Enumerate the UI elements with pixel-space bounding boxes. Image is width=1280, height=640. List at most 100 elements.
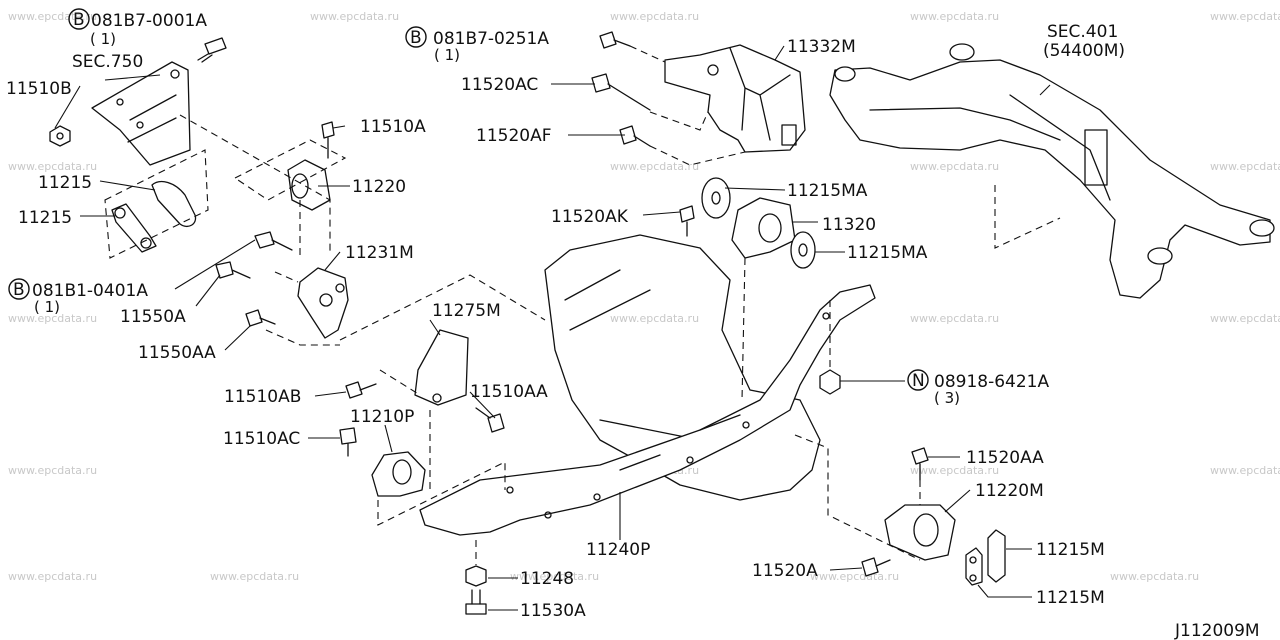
callout-circle-b <box>405 26 427 48</box>
watermark: www.epcdata.ru <box>8 10 97 23</box>
watermark: www.epcdata.ru <box>1210 464 1280 477</box>
part-label-11332M: 11332M <box>787 37 856 57</box>
parts-drawings <box>49 31 1275 615</box>
part-label-081B7-0251A: 081B7-0251A <box>433 29 549 49</box>
callout-circle-n <box>907 369 929 391</box>
callouts: B 081B7-0001A ( 1) SEC.750 11510B 11215 … <box>6 8 1260 640</box>
bolt-11550A-drawing <box>215 261 251 279</box>
crossmember-11240P-drawing <box>419 284 876 536</box>
bolt-11510AA-drawing <box>475 407 505 433</box>
watermark: www.epcdata.ru <box>910 160 999 173</box>
callout-prefix: B <box>13 280 25 300</box>
section-ref-sec401: SEC.401 <box>1047 22 1118 42</box>
bracket-11231M-drawing <box>297 267 349 339</box>
part-label-11520AA: 11520AA <box>966 448 1044 468</box>
bolt-11520AA-drawing <box>911 447 929 481</box>
bolt-11520AC-drawing <box>591 73 651 111</box>
dash-frame-11220 <box>233 139 347 201</box>
watermark: www.epcdata.ru <box>610 312 699 325</box>
part-label-11215M: 11215M <box>1036 588 1105 608</box>
part-label-11215: 11215 <box>18 208 72 228</box>
section-ref-sec401-sub: (54400M) <box>1043 41 1125 61</box>
part-label-11510A: 11510A <box>360 117 426 137</box>
callout-circle-b <box>8 278 30 300</box>
dash-leaders-top <box>629 45 746 166</box>
bolt-11510AB-drawing <box>345 381 377 399</box>
part-label-11210P: 11210P <box>350 407 414 427</box>
bracket-11275M-drawing <box>414 329 469 406</box>
stopper-11215M-drawing <box>965 529 1006 586</box>
callout-prefix: N <box>912 371 925 391</box>
bolt-081B7-0001A-drawing <box>197 37 227 63</box>
dash-leader-engine <box>339 274 546 341</box>
watermark: www.epcdata.ru <box>1210 10 1280 23</box>
bolt-11550AA-drawing <box>245 309 276 327</box>
bracket-11332M-drawing <box>664 44 806 153</box>
part-label-11215MA: 11215MA <box>787 181 868 201</box>
bolt-11520A-drawing <box>861 557 891 577</box>
part-label-11510AA: 11510AA <box>470 382 548 402</box>
part-label-11215M: 11215M <box>1036 540 1105 560</box>
part-label-11520AC: 11520AC <box>461 75 538 95</box>
part-label-11550AA: 11550AA <box>138 343 216 363</box>
watermark: www.epcdata.ru <box>810 570 899 583</box>
watermark: www.epcdata.ru <box>1210 160 1280 173</box>
watermark: www.epcdata.ru <box>910 464 999 477</box>
dash-leaders-left <box>179 114 340 346</box>
part-label-081B7-0001A: 081B7-0001A <box>91 11 207 31</box>
bolt-11520AK-drawing <box>679 205 695 237</box>
nut-11510B-drawing <box>49 125 71 147</box>
part-label-11275M: 11275M <box>432 301 501 321</box>
qty-label: ( 1) <box>90 30 116 48</box>
bolt-081B1-drawing <box>254 231 293 251</box>
watermark: www.epcdata.ru <box>310 10 399 23</box>
watermark: www.epcdata.ru <box>1110 570 1199 583</box>
bolt-11530A-drawing <box>465 589 487 615</box>
dash-leader-sec401 <box>994 185 1061 249</box>
mount-11220M-drawing <box>884 504 956 561</box>
washer-11215MA-2-drawing <box>790 231 816 269</box>
mount-11210P-drawing <box>371 451 426 497</box>
part-label-11520AK: 11520AK <box>551 207 629 227</box>
washer-11215MA-drawing <box>701 177 731 219</box>
watermark: www.epcdata.ru <box>8 570 97 583</box>
part-label-11510AB: 11510AB <box>224 387 301 407</box>
nut-08918-drawing <box>819 369 841 395</box>
part-label-11240P: 11240P <box>586 540 650 560</box>
part-label-11220M: 11220M <box>975 481 1044 501</box>
watermark: www.epcdata.ru <box>610 160 699 173</box>
qty-label: ( 3) <box>934 389 960 407</box>
mount-11220-drawing <box>287 121 335 211</box>
dash-leaders-11220M <box>794 434 921 561</box>
part-label-11550A: 11550A <box>120 307 186 327</box>
subframe-sec401-drawing <box>829 43 1275 299</box>
mount-11320-drawing <box>731 197 796 259</box>
part-label-08918-6421A: 08918-6421A <box>934 372 1049 392</box>
watermark: www.epcdata.ru <box>210 570 299 583</box>
watermark: www.epcdata.ru <box>910 10 999 23</box>
bolt-11520AF-drawing <box>619 125 651 147</box>
callout-circle-b <box>68 8 90 30</box>
bolt-11510AC-drawing <box>339 427 357 457</box>
watermark-layer: www.epcdata.ru www.epcdata.ru www.epcdat… <box>8 10 1280 583</box>
dash-frame-11215 <box>104 149 209 259</box>
part-label-081B1-0401A: 081B1-0401A <box>32 281 148 301</box>
part-label-11231M: 11231M <box>345 243 414 263</box>
dash-leaders-11210P <box>377 369 506 526</box>
part-label-11520A: 11520A <box>752 561 818 581</box>
part-label-11530A: 11530A <box>520 601 586 621</box>
callout-prefix: B <box>73 10 85 30</box>
bracket-sec750-drawing <box>91 61 191 166</box>
leader-lines <box>54 45 1051 611</box>
watermark: www.epcdata.ru <box>910 312 999 325</box>
watermark: www.epcdata.ru <box>8 160 97 173</box>
qty-label: ( 1) <box>434 46 460 64</box>
part-label-11510B: 11510B <box>6 79 72 99</box>
part-label-11510AC: 11510AC <box>223 429 300 449</box>
watermark: www.epcdata.ru <box>8 464 97 477</box>
section-ref-sec750: SEC.750 <box>72 52 143 72</box>
bolt-081B7-0251A-drawing <box>599 31 631 49</box>
part-label-11520AF: 11520AF <box>476 126 552 146</box>
part-label-11248: 11248 <box>520 569 574 589</box>
